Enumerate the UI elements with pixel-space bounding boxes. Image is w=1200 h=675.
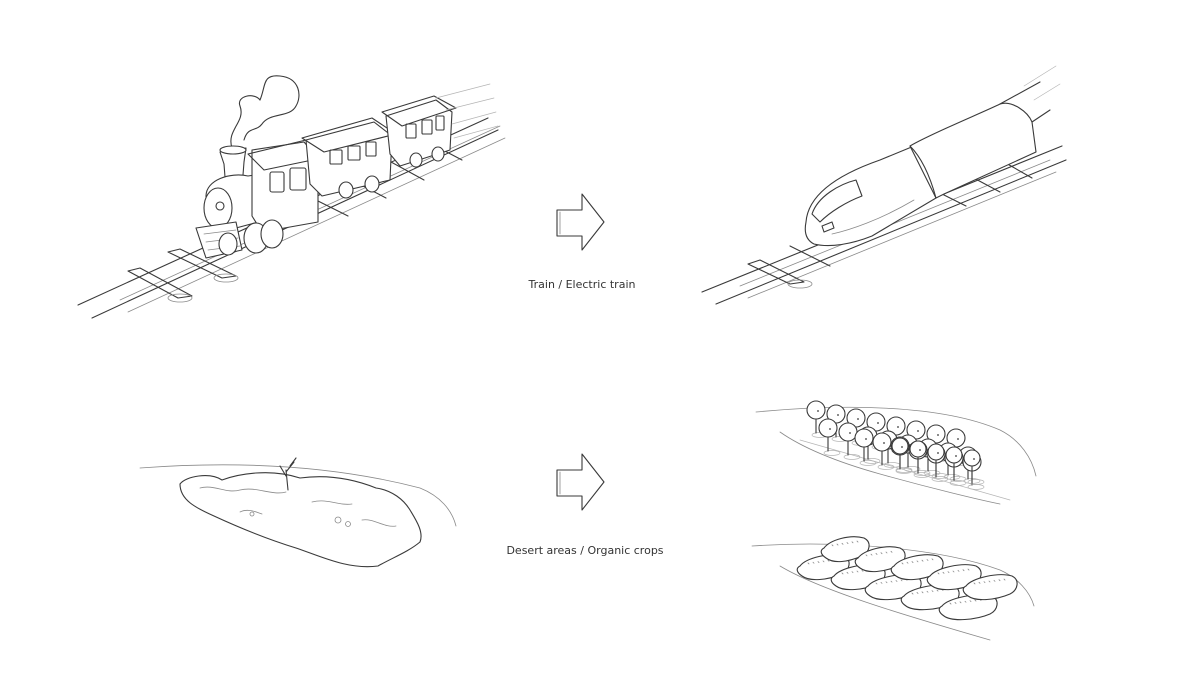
electric-train-sketch [701,65,1067,305]
tree-icon [872,432,895,470]
tree-icon [945,446,967,482]
arrow-right-icon [556,193,605,251]
desert-area-sketch [139,457,457,568]
tree-icon [838,422,861,460]
arrow-right-icon [556,453,605,511]
tree-icon [927,443,949,479]
caption-train: Train / Electric train [528,278,636,291]
organic-crop-rows-sketch [751,536,1035,641]
tree-icon [891,437,913,473]
tree-icon [818,418,841,456]
tree-icon [963,449,985,485]
crop-bed [962,574,1018,601]
tree-icon [854,428,877,466]
tree-icon [909,440,931,476]
caption-land: Desert areas / Organic crops [506,544,664,557]
organic-orchard-sketch [755,400,1037,505]
steam-train-sketch [77,75,506,319]
